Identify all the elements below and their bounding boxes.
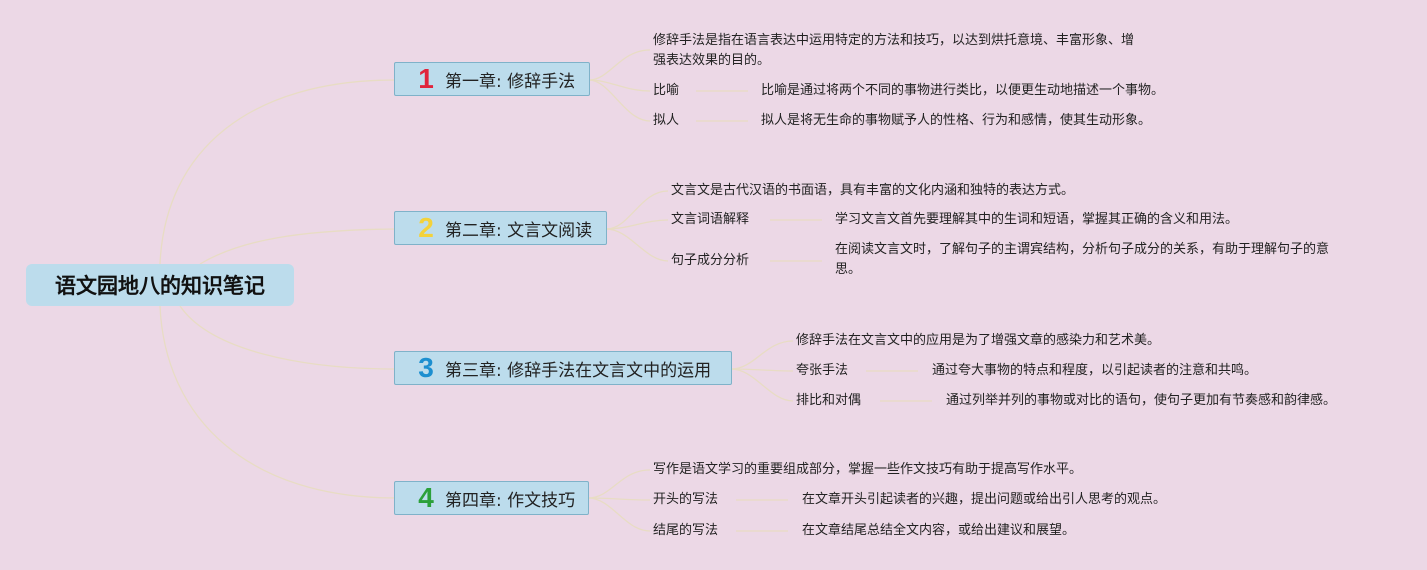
connector-ch2-item1	[605, 219, 669, 230]
chapter-number-4: 4	[418, 482, 434, 513]
chapter-number-2: 2	[418, 212, 434, 243]
chapter-2-desc-1: 学习文言文首先要理解其中的生词和短语，掌握其正确的含义和用法。	[835, 212, 1239, 227]
chapter-title-1: 第一章: 修辞手法	[445, 71, 576, 92]
chapter-4-desc-1: 在文章开头引起读者的兴趣，提出问题或给出引人思考的观点。	[802, 492, 1167, 507]
connector-root-ch3	[179, 305, 396, 370]
connector-root-ch2	[199, 228, 396, 265]
chapter-1-term-2: 拟人	[653, 113, 680, 128]
chapter-2-desc-2: 在阅读文言文时，了解句子的主谓宾结构，分析句子成分的关系，有助于理解句子的意思。	[835, 242, 1330, 277]
connector-ch1-item1	[588, 79, 651, 92]
chapter-node-2[interactable]: 2 第二章: 文言文阅读	[394, 211, 607, 245]
connector-ch1-item2	[588, 79, 651, 122]
connector-ch3-item2	[730, 368, 794, 402]
chapter-title-4: 第四章: 作文技巧	[445, 490, 576, 511]
chapter-1-intro: 修辞手法是指在语言表达中运用特定的方法和技巧，以达到烘托意境、丰富形象、增强表达…	[653, 33, 1135, 68]
root-title: 语文园地八的知识笔记	[55, 274, 265, 298]
chapter-2-term-1: 文言词语解释	[671, 212, 750, 227]
chapter-3-intro: 修辞手法在文言文中的应用是为了增强文章的感染力和艺术美。	[796, 333, 1161, 348]
chapter-node-3[interactable]: 3 第三章: 修辞手法在文言文中的运用	[394, 351, 732, 385]
chapter-4-term-1: 开头的写法	[653, 492, 719, 507]
chapter-3-term-2: 排比和对偶	[796, 393, 862, 408]
chapter-1-desc-2: 拟人是将无生命的事物赋予人的性格、行为和感情，使其生动形象。	[761, 113, 1152, 128]
connector-ch1-intro	[588, 49, 651, 81]
chapter-node-4[interactable]: 4 第四章: 作文技巧	[394, 481, 589, 515]
chapter-3-term-1: 夸张手法	[796, 363, 849, 378]
chapter-4-desc-2: 在文章结尾总结全文内容，或给出建议和展望。	[802, 523, 1076, 538]
chapter-1-term-1: 比喻	[653, 83, 680, 98]
chapter-number-3: 3	[418, 352, 434, 383]
chapter-1-desc-1: 比喻是通过将两个不同的事物进行类比，以便更生动地描述一个事物。	[761, 83, 1165, 98]
connector-root-ch4	[159, 305, 396, 499]
connector-root-ch1	[159, 79, 396, 265]
chapter-2-term-2: 句子成分分析	[671, 253, 750, 268]
chapter-4-term-2: 结尾的写法	[653, 523, 719, 538]
connector-ch4-intro	[587, 469, 651, 499]
chapter-node-1[interactable]: 1 第一章: 修辞手法	[394, 62, 590, 96]
connector-ch2-item2	[605, 228, 669, 262]
chapter-title-3: 第三章: 修辞手法在文言文中的运用	[445, 360, 712, 381]
root-node[interactable]: 语文园地八的知识笔记	[26, 264, 294, 306]
connector-ch4-item2	[587, 497, 651, 532]
chapter-number-1: 1	[418, 63, 434, 94]
connector-ch2-intro	[605, 190, 669, 230]
chapter-3-desc-1: 通过夸大事物的特点和程度，以引起读者的注意和共鸣。	[932, 363, 1258, 378]
chapter-3-desc-2: 通过列举并列的事物或对比的语句，使句子更加有节奏感和韵律感。	[946, 393, 1337, 408]
connector-ch3-intro	[730, 340, 794, 370]
chapter-4-intro: 写作是语文学习的重要组成部分，掌握一些作文技巧有助于提高写作水平。	[653, 462, 1083, 477]
chapter-title-2: 第二章: 文言文阅读	[445, 220, 593, 241]
chapter-2-intro: 文言文是古代汉语的书面语，具有丰富的文化内涵和独特的表达方式。	[671, 183, 1075, 198]
